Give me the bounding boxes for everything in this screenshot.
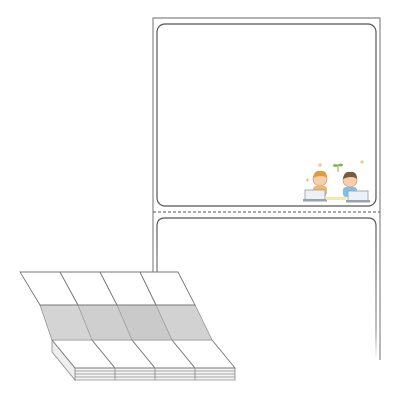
liner-sheet [152, 17, 381, 360]
label-bottom [156, 217, 377, 360]
fanfold-stack-icon [19, 271, 236, 382]
sparkle-icon [306, 160, 364, 182]
label-top [156, 23, 377, 207]
sprout-icon [333, 163, 343, 172]
kids-with-laptops-icon [303, 160, 370, 203]
